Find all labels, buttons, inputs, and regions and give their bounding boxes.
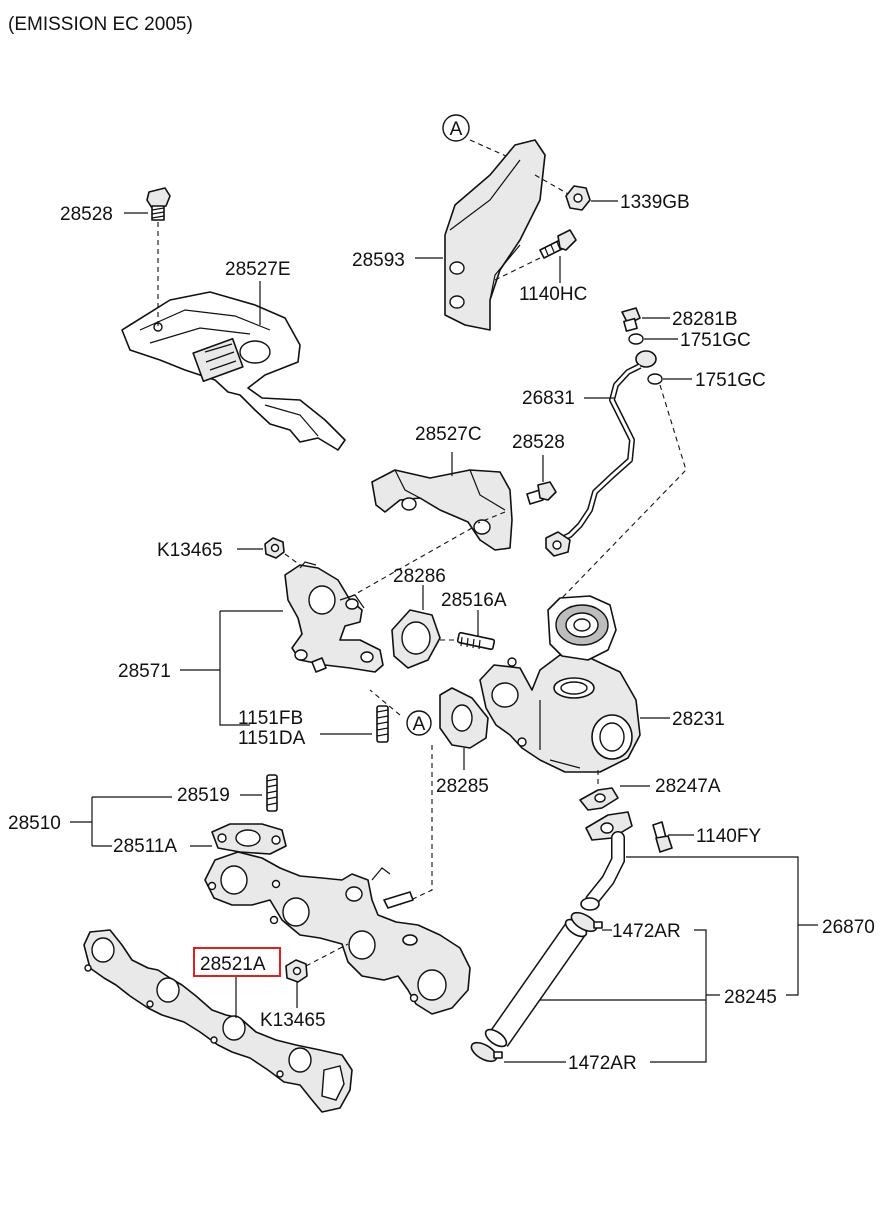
label-28519[interactable]: 28519 <box>177 785 230 806</box>
nut-k13465-bottom[interactable] <box>285 959 308 983</box>
label-1751gc-upper[interactable]: 1751GC <box>680 330 751 351</box>
label-28281b[interactable]: 28281B <box>672 309 738 330</box>
gasket-28286[interactable] <box>391 609 441 669</box>
label-28511a[interactable]: 28511A <box>113 836 177 857</box>
heat-shield-upper[interactable] <box>121 291 346 451</box>
label-1140hc[interactable]: 1140HC <box>519 284 587 305</box>
label-1472ar-upper[interactable]: 1472AR <box>612 921 681 942</box>
nut-k13465-top[interactable] <box>264 537 285 559</box>
hose-28245[interactable] <box>483 916 590 1050</box>
label-28510[interactable]: 28510 <box>8 813 61 834</box>
emission-note: (EMISSION EC 2005) <box>8 14 193 35</box>
turbocharger-28231[interactable] <box>479 595 641 773</box>
callout-a-top-text: A <box>450 119 463 140</box>
clamp-1472ar-lower[interactable] <box>468 1039 503 1065</box>
leader-dashed <box>305 943 349 967</box>
label-28593[interactable]: 28593 <box>352 250 405 271</box>
leader-dashed <box>369 689 401 716</box>
leader-line <box>70 796 172 847</box>
washer-1751gc-upper[interactable] <box>628 333 644 345</box>
leader-dashed <box>477 511 506 524</box>
bolt-28281b[interactable] <box>621 307 641 332</box>
leader-line <box>540 929 720 1063</box>
leader-dashed <box>399 745 433 906</box>
clamp-1472ar-upper[interactable] <box>568 909 603 935</box>
callout-a-top <box>442 114 470 142</box>
label-k13465-bottom[interactable]: K13465 <box>260 1010 326 1031</box>
gasket-28285[interactable] <box>439 687 489 749</box>
bolt-1140fy[interactable] <box>652 821 673 853</box>
manifold-gasket-28521a[interactable] <box>83 929 353 1113</box>
gasket-28247a[interactable] <box>579 787 619 811</box>
leader-dashed <box>559 384 687 601</box>
highlight-box-28521a <box>193 947 281 977</box>
label-28528-mid[interactable]: 28528 <box>512 432 565 453</box>
bolt-1140hc[interactable] <box>539 229 577 259</box>
label-1751gc-lower[interactable]: 1751GC <box>695 370 766 391</box>
label-1472ar-lower[interactable]: 1472AR <box>568 1053 637 1074</box>
label-28516a[interactable]: 28516A <box>441 590 507 611</box>
leader-dashed <box>284 553 301 566</box>
bolt-28528-mid[interactable] <box>526 481 557 505</box>
bolt-28528-top[interactable] <box>146 187 171 221</box>
label-28527c[interactable]: 28527C <box>415 424 482 445</box>
label-1140fy[interactable]: 1140FY <box>696 826 761 847</box>
label-26870[interactable]: 26870 <box>822 917 875 938</box>
exhaust-manifold-28510[interactable] <box>204 851 471 1015</box>
label-k13465-top[interactable]: K13465 <box>157 540 223 561</box>
label-28247a[interactable]: 28247A <box>655 776 721 797</box>
label-1151fb[interactable]: 1151FB <box>238 708 303 729</box>
exhaust-elbow-28571[interactable] <box>284 561 384 673</box>
leader-dashed <box>344 527 473 601</box>
callout-a-mid-text: A <box>413 714 426 735</box>
label-28231[interactable]: 28231 <box>672 709 725 730</box>
label-26831[interactable]: 26831 <box>522 388 575 409</box>
nut-1339gb[interactable] <box>565 185 591 211</box>
label-28527e[interactable]: 28527E <box>225 259 291 280</box>
leader-line <box>626 856 818 996</box>
callout-a-mid <box>406 710 432 736</box>
label-1151da[interactable]: 1151DA <box>238 728 306 749</box>
oil-feed-pipe-26831[interactable] <box>545 350 657 557</box>
heat-shield-turbo[interactable] <box>371 469 513 551</box>
label-28528-top[interactable]: 28528 <box>60 204 113 225</box>
label-28521a[interactable]: 28521A <box>200 954 266 975</box>
stud-28516a[interactable] <box>456 631 496 651</box>
leader-line <box>219 610 283 726</box>
label-28285[interactable]: 28285 <box>436 776 489 797</box>
label-28286[interactable]: 28286 <box>393 566 446 587</box>
label-28571[interactable]: 28571 <box>118 661 171 682</box>
oil-return-pipe-26870[interactable] <box>580 811 633 911</box>
stud-28519[interactable] <box>266 774 278 812</box>
label-28245[interactable]: 28245 <box>724 987 777 1008</box>
label-1339gb[interactable]: 1339GB <box>620 192 690 213</box>
washer-1751gc-lower[interactable] <box>647 373 663 385</box>
gasket-28511a[interactable] <box>211 823 287 855</box>
stud-1151fb[interactable] <box>376 705 389 743</box>
bracket-28593[interactable] <box>444 139 546 331</box>
leader-dashed <box>534 174 571 196</box>
